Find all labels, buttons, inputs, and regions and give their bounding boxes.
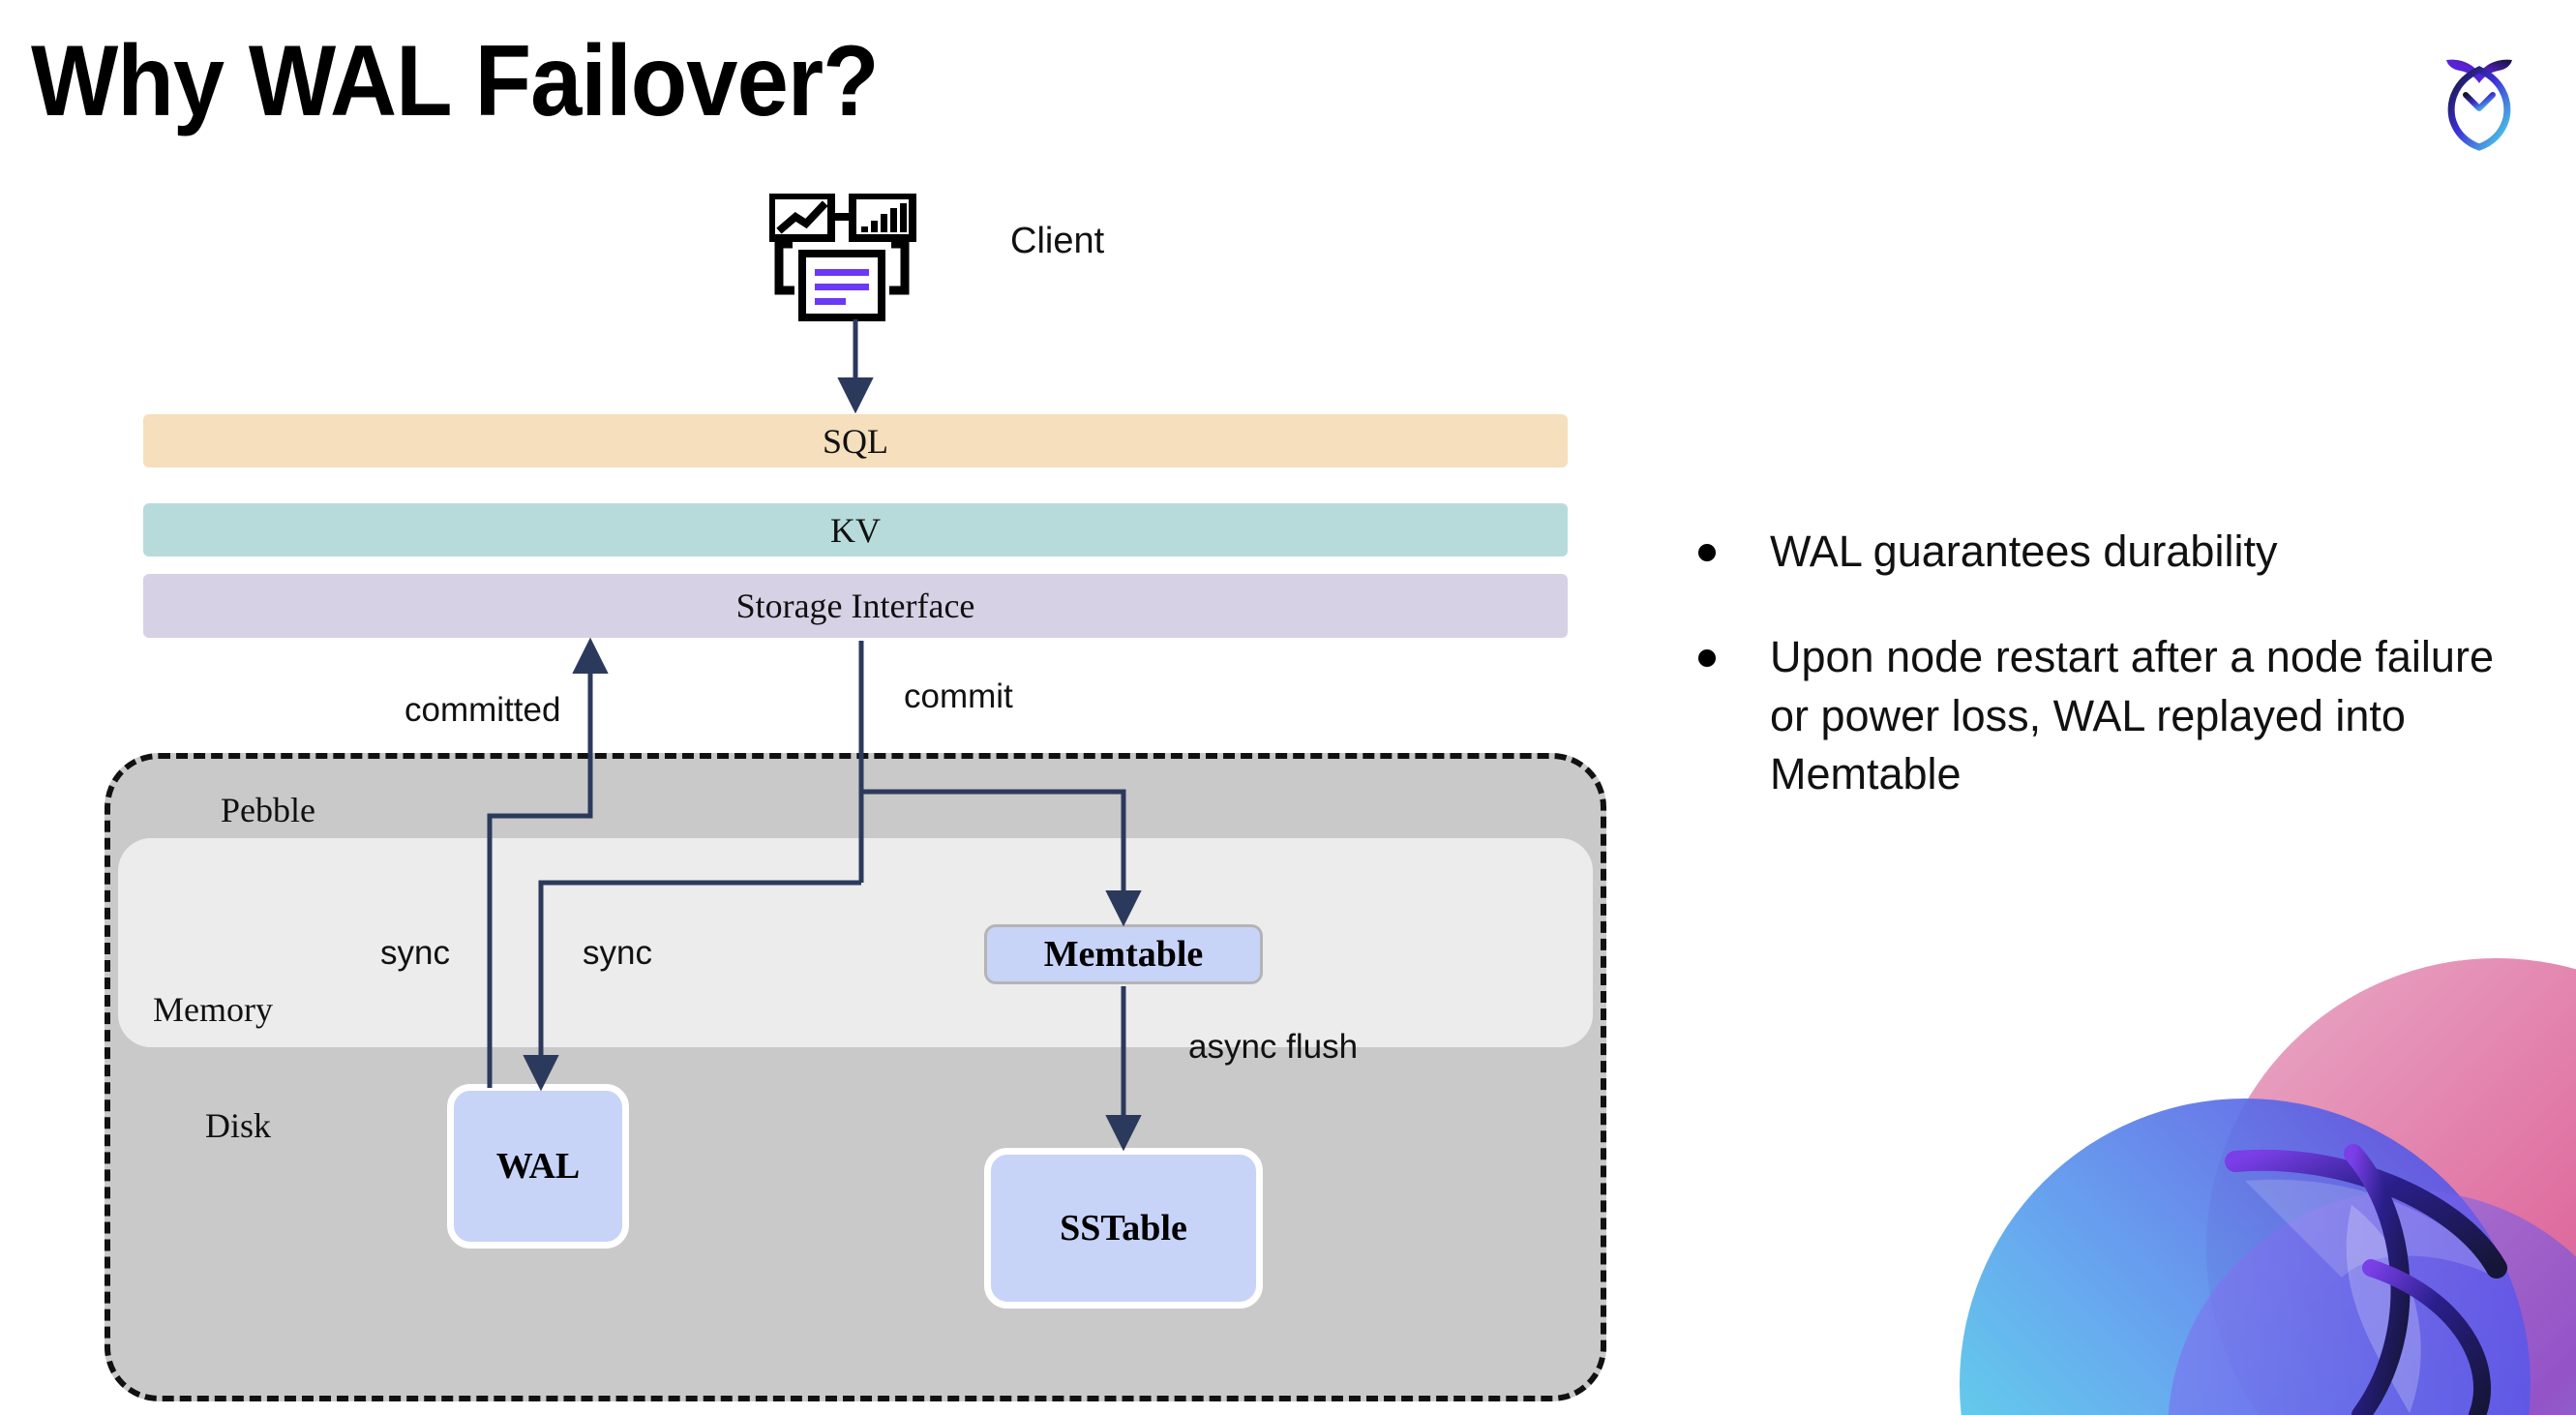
bullet-dot-icon bbox=[1698, 648, 1716, 667]
edge-label-committed: committed bbox=[404, 691, 561, 729]
layer-bar-storage-interface: Storage Interface bbox=[143, 574, 1568, 638]
bullet-dot-icon bbox=[1698, 544, 1716, 561]
memory-region bbox=[118, 838, 1593, 1047]
node-wal: WAL bbox=[447, 1084, 629, 1249]
edge-label-async-flush: async flush bbox=[1188, 1028, 1359, 1066]
layer-bar-kv: KV bbox=[143, 503, 1568, 557]
client-analytics-icon bbox=[767, 192, 924, 324]
edge-label-sync-left: sync bbox=[380, 934, 450, 972]
cockroachdb-logo-icon bbox=[2417, 35, 2541, 159]
bullet-list: WAL guarantees durability Upon node rest… bbox=[1698, 523, 2501, 851]
list-item: WAL guarantees durability bbox=[1698, 523, 2501, 582]
node-memtable: Memtable bbox=[984, 924, 1263, 984]
bullet-text: Upon node restart after a node failure o… bbox=[1770, 631, 2494, 799]
edge-label-sync-right: sync bbox=[583, 934, 652, 972]
disk-label: Disk bbox=[205, 1106, 272, 1145]
list-item: Upon node restart after a node failure o… bbox=[1698, 628, 2501, 804]
node-sstable: SSTable bbox=[984, 1148, 1263, 1309]
pebble-label: Pebble bbox=[221, 791, 315, 829]
page-title: Why WAL Failover? bbox=[31, 25, 880, 137]
cockroachdb-gradient-graphic bbox=[1955, 929, 2576, 1415]
edge-label-commit: commit bbox=[904, 677, 1013, 715]
layer-bar-sql: SQL bbox=[143, 414, 1568, 467]
memory-label: Memory bbox=[153, 990, 273, 1029]
bullet-text: WAL guarantees durability bbox=[1770, 527, 2278, 576]
client-label: Client bbox=[1010, 221, 1105, 261]
